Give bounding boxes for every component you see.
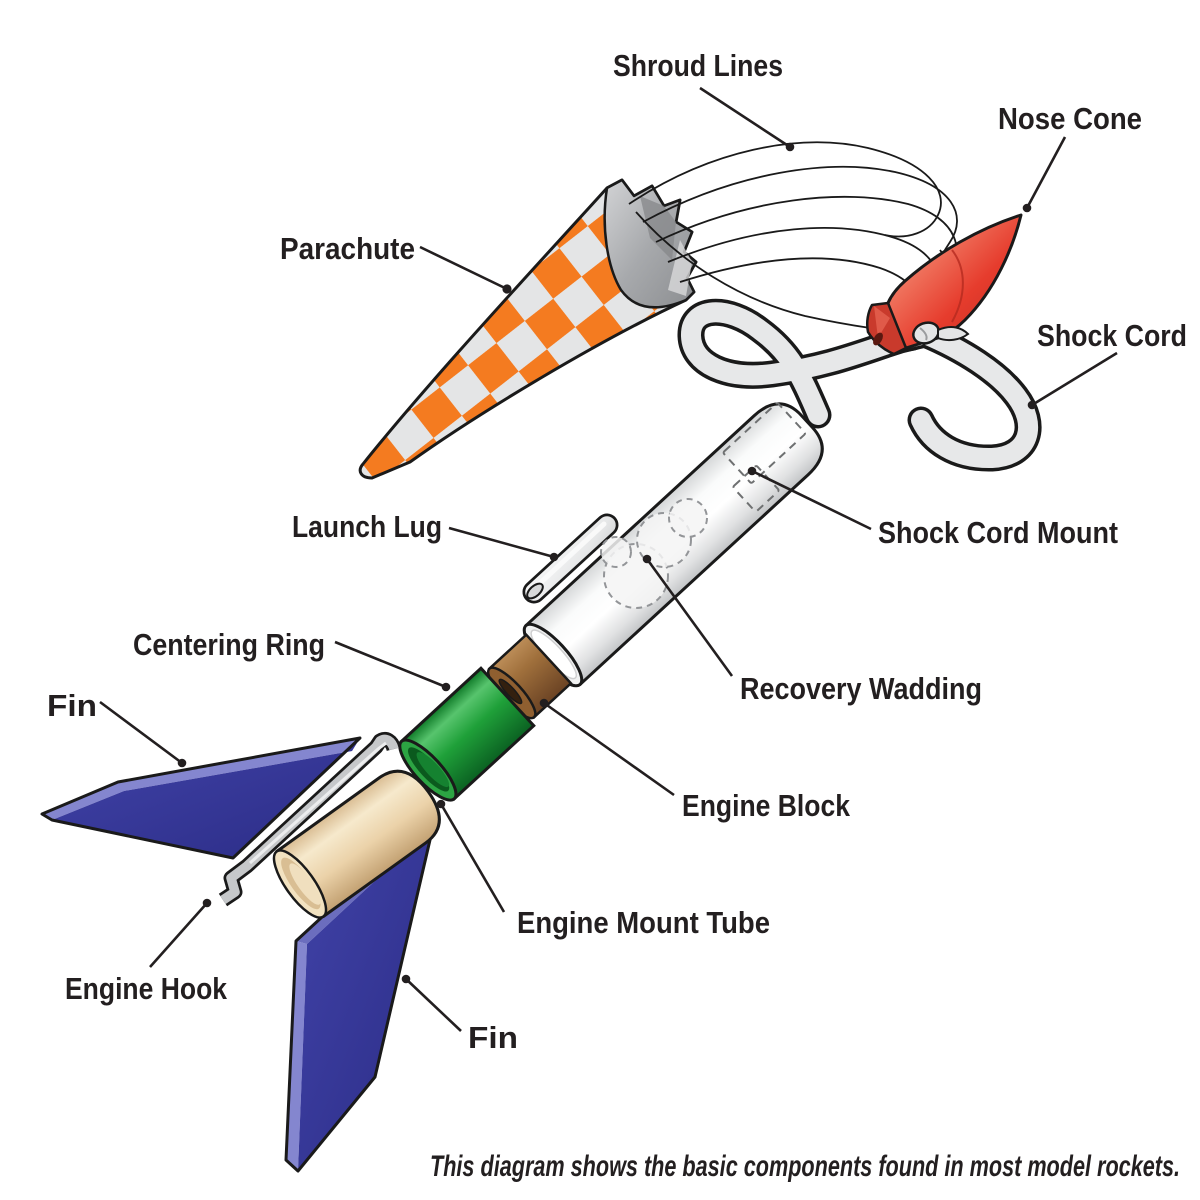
leader-nose-cone bbox=[1022, 136, 1067, 213]
label-centering-ring: Centering Ring bbox=[133, 627, 325, 662]
label-parachute: Parachute bbox=[280, 231, 415, 266]
leader-engine-hook bbox=[149, 898, 212, 968]
leader-shroud-lines bbox=[699, 86, 795, 152]
label-nose-cone: Nose Cone bbox=[998, 101, 1142, 136]
leader-shock-cord bbox=[1027, 351, 1118, 410]
parachute-graphic bbox=[358, 178, 698, 480]
label-shock-cord: Shock Cord bbox=[1037, 318, 1187, 353]
leader-recovery-wadding bbox=[642, 554, 734, 677]
label-recovery-wadding: Recovery Wadding bbox=[740, 671, 982, 706]
leader-launch-lug bbox=[448, 526, 559, 562]
shock-cord-knot bbox=[912, 321, 970, 345]
recovery-wadding-graphic bbox=[600, 498, 708, 609]
leader-lines bbox=[99, 86, 1118, 1032]
label-engine-block: Engine Block bbox=[682, 788, 851, 823]
fin-upper-graphic bbox=[40, 736, 362, 860]
labels: Shroud Lines Nose Cone Parachute Shock C… bbox=[47, 48, 1187, 1183]
label-shock-cord-mount: Shock Cord Mount bbox=[878, 515, 1118, 550]
leader-engine-block bbox=[539, 698, 675, 797]
engine-mount-tube-graphic bbox=[272, 769, 441, 919]
centering-ring-graphic bbox=[398, 666, 536, 802]
engine-hook-graphic bbox=[218, 731, 402, 907]
launch-lug-graphic bbox=[522, 513, 619, 604]
label-engine-hook: Engine Hook bbox=[65, 971, 228, 1006]
engine-block-graphic bbox=[487, 633, 573, 720]
leader-engine-mount-tube bbox=[436, 799, 506, 913]
shock-cord-graphic bbox=[677, 298, 1042, 472]
label-launch-lug: Launch Lug bbox=[292, 509, 442, 544]
leader-parachute bbox=[419, 245, 512, 294]
diagram-caption: This diagram shows the basic components … bbox=[430, 1150, 1180, 1183]
leader-centering-ring bbox=[334, 640, 451, 692]
leader-fin-lower bbox=[401, 974, 462, 1032]
leader-shock-cord-mount bbox=[747, 466, 872, 531]
label-shroud-lines: Shroud Lines bbox=[613, 48, 783, 83]
label-fin-lower: Fin bbox=[468, 1020, 518, 1055]
label-fin-upper: Fin bbox=[47, 688, 97, 723]
nose-cone-graphic bbox=[865, 213, 1023, 356]
label-engine-mount-tube: Engine Mount Tube bbox=[517, 905, 770, 940]
leader-fin-upper bbox=[99, 700, 187, 768]
